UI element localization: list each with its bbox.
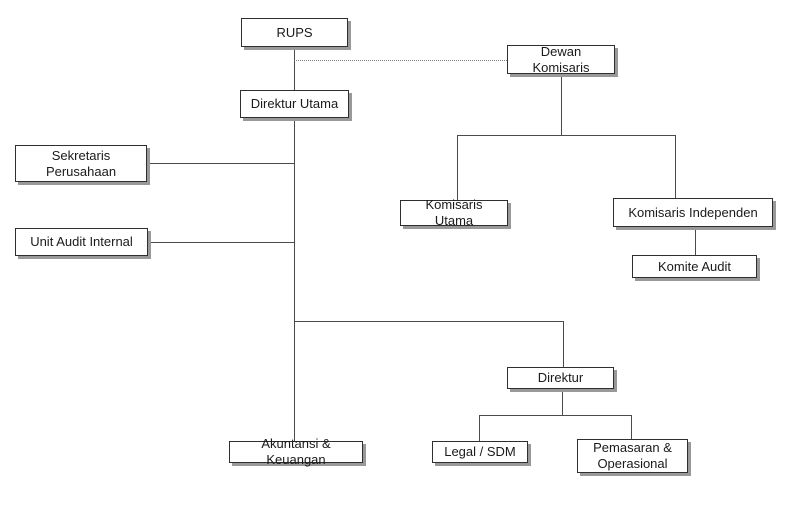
connector-direktur-drop [563,321,564,367]
connector-rups-dewan-komisaris-dotted [294,60,507,61]
connector-komisaris-utama-drop [457,135,458,200]
org-node-komisaris-utama: Komisaris Utama [400,197,508,228]
connector-sekretaris-perusahaan [147,163,294,164]
org-node-dewan-komisaris: Dewan Komisaris [507,44,615,75]
connector-trunk-to-direktur-horizontal [294,321,563,322]
connector-komisaris-branch-horizontal [457,135,676,136]
org-node-akuntansi-keuangan: Akuntansi & Keuangan [229,436,363,467]
org-node-unit-audit-internal: Unit Audit Internal [15,228,148,256]
org-node-komite-audit: Komite Audit [632,255,757,278]
connector-legal-sdm-drop [479,415,480,441]
org-node-legal-sdm: Legal / SDM [432,441,528,463]
org-node-rups: RUPS [241,18,348,47]
connector-direktur-branch-horizontal [479,415,631,416]
org-node-komisaris-independen: Komisaris Independen [613,198,773,227]
connector-pemasaran-operasional-drop [631,415,632,439]
connector-dewan-komisaris-drop [561,74,562,135]
connector-komite-audit-drop [695,227,696,255]
connector-unit-audit-internal [148,242,294,243]
connector-direktur-utama-trunk [294,118,295,441]
org-node-direktur-utama: Direktur Utama [240,90,349,118]
connector-komisaris-independen-drop [675,135,676,198]
org-node-sekretaris-perusahaan: Sekretaris Perusahaan [15,145,147,182]
org-node-direktur: Direktur [507,367,614,389]
connector-direktur-down [562,389,563,415]
org-node-pemasaran-operasional: Pemasaran & Operasional [577,439,688,473]
connector-rups-direktur-utama [294,47,295,90]
